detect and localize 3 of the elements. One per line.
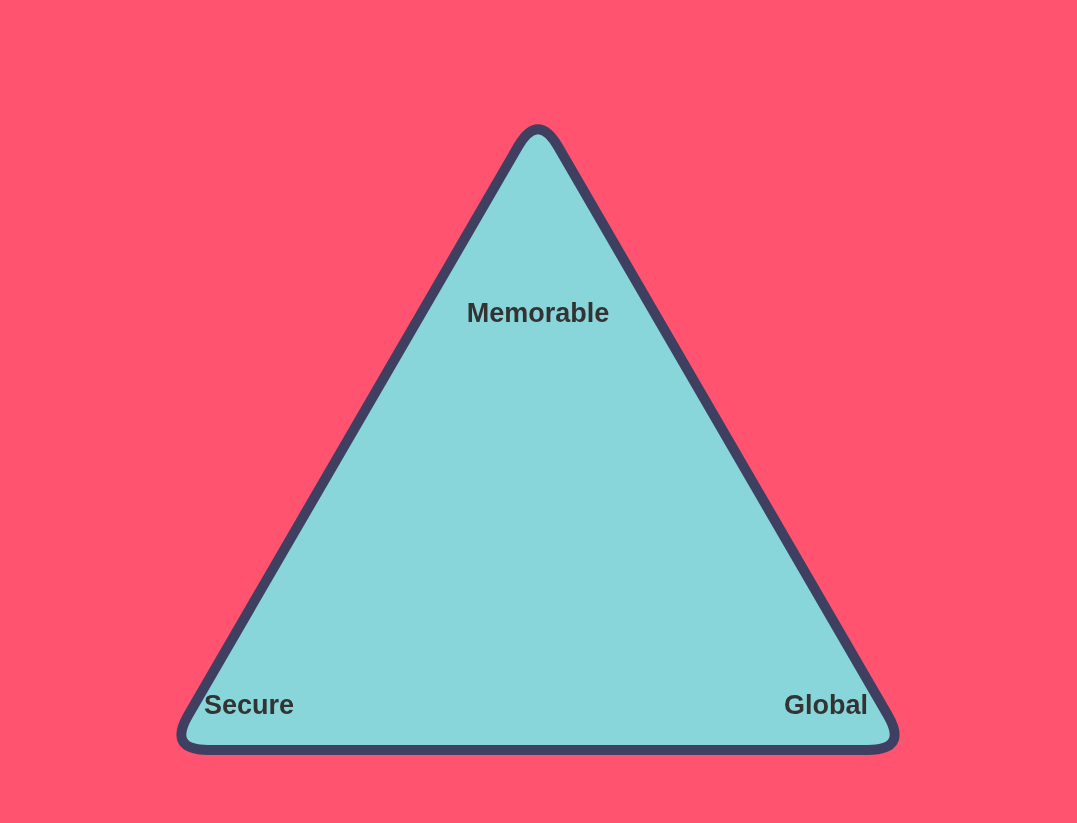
vertex-label: Memorable: [465, 300, 611, 327]
vertex-label: Secure: [204, 692, 296, 719]
vertex-label: Global: [783, 692, 868, 719]
